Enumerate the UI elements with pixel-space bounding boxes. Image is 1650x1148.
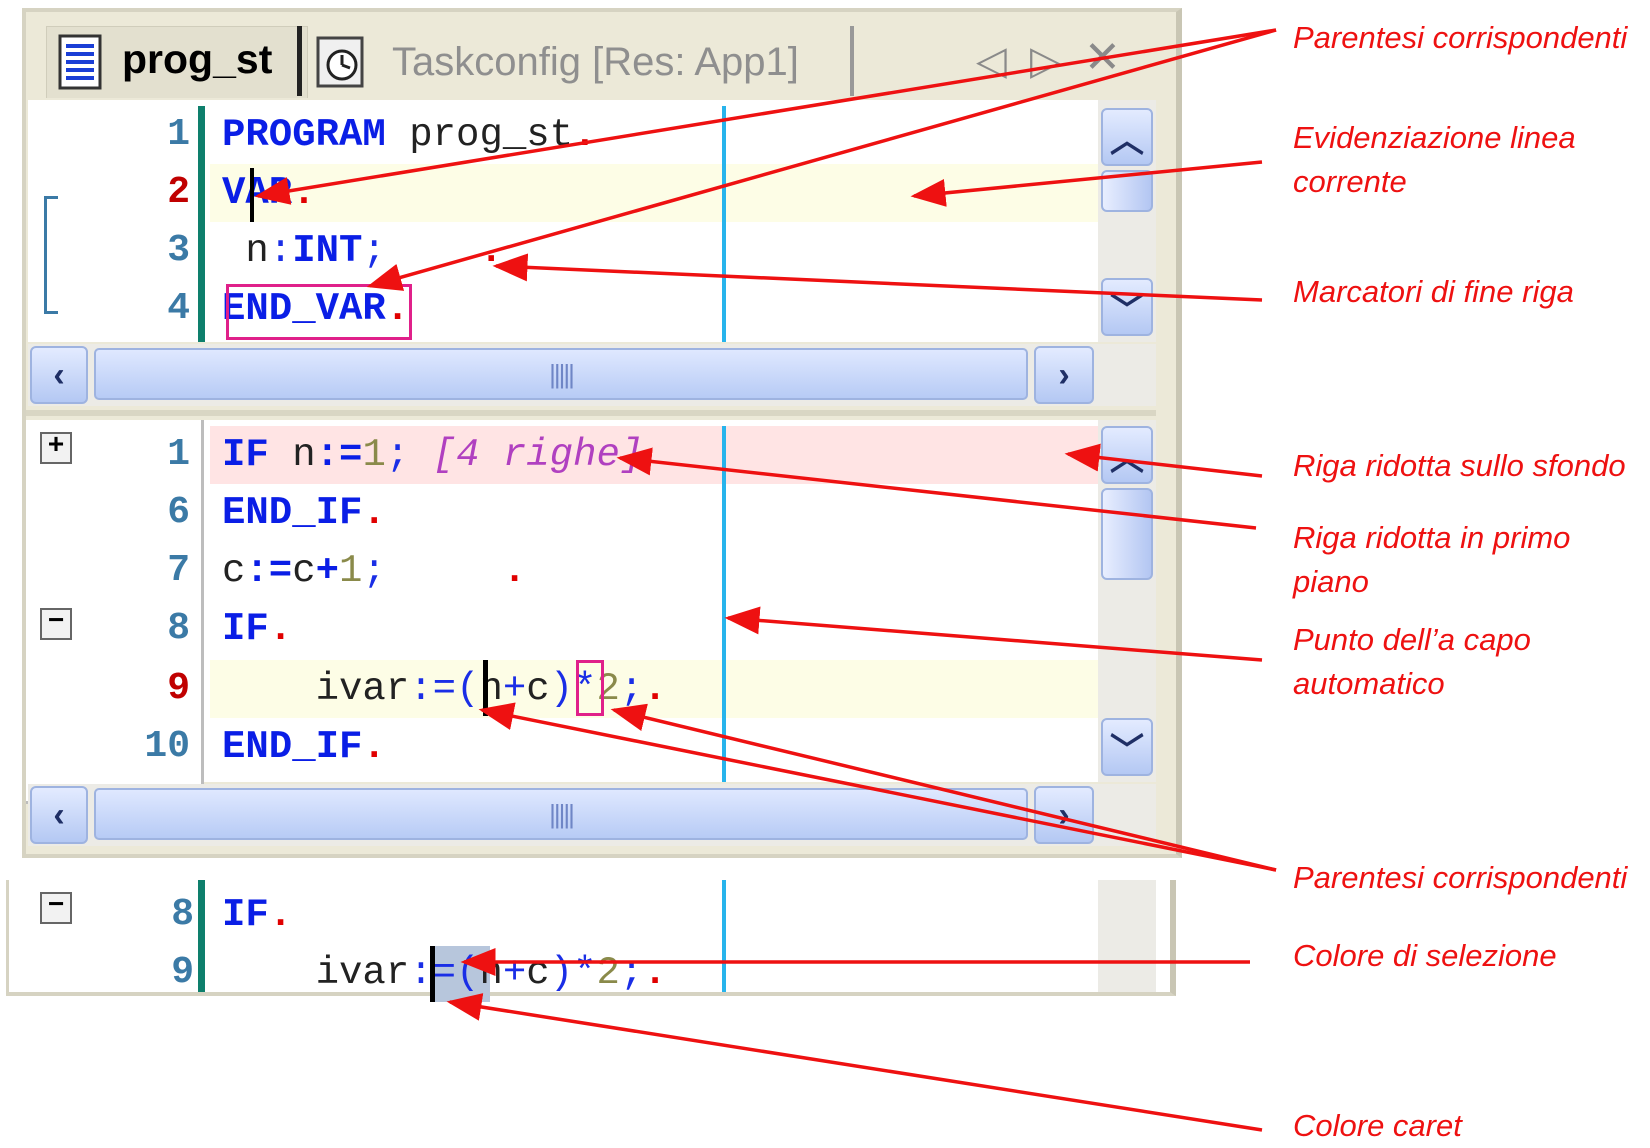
scroll-thumb-horizontal[interactable]: ||||| <box>94 348 1028 400</box>
line-number: 6 <box>167 491 190 534</box>
code-line[interactable]: END_IF. <box>222 491 386 535</box>
gutter-bar <box>198 880 205 992</box>
line-number: 1 <box>167 113 190 156</box>
arrow-line <box>724 606 1263 662</box>
var-block-bracket <box>44 196 58 314</box>
matching-bracket-box <box>576 660 604 716</box>
code-line[interactable]: END_IF. <box>222 725 386 769</box>
auto-wrap-line <box>722 426 726 782</box>
line-number-current: 9 <box>167 667 190 710</box>
code-line[interactable]: PROGRAM prog_st. <box>222 113 597 157</box>
line-number-current: 2 <box>167 171 190 214</box>
annotation-riga-ridotta-sfondo: Riga ridotta sullo sfondo <box>1293 448 1626 483</box>
arrow-line <box>366 28 1277 291</box>
collapsed-line-background <box>210 426 1098 484</box>
text-caret <box>250 168 254 222</box>
tab-taskconfig[interactable]: Taskconfig [Res: App1] <box>392 40 799 84</box>
document-icon <box>58 34 102 90</box>
arrow-line <box>910 160 1263 207</box>
code-line[interactable]: END_VAR. <box>222 287 410 331</box>
line-number: 1 <box>167 433 190 476</box>
scroll-right-button[interactable]: › <box>1034 346 1094 404</box>
annotation-parentesi-corrispondenti: Parentesi corrispondenti <box>1293 20 1628 55</box>
collapse-fold-icon[interactable]: − <box>40 892 72 924</box>
line-number: 8 <box>167 607 190 650</box>
line-number: 9 <box>171 951 194 994</box>
collapse-fold-icon[interactable]: − <box>40 608 72 640</box>
scroll-thumb-horizontal[interactable]: ||||| <box>94 788 1028 840</box>
annotation-marcatori-fine-riga: Marcatori di fine riga <box>1293 274 1574 309</box>
code-line[interactable]: c:=c+1; . <box>222 549 527 593</box>
text-caret <box>430 946 435 1002</box>
annotation-parentesi-corrispondenti-2: Parentesi corrispondenti <box>1293 860 1628 895</box>
annotation-colore-caret: Colore caret <box>1293 1108 1462 1143</box>
pane-splitter[interactable] <box>26 410 1156 416</box>
taskconfig-icon <box>316 36 364 88</box>
code-line-current[interactable]: ivar:=(n+c)*2;. <box>315 667 667 711</box>
annotation-riga-ridotta-primo-piano: Riga ridotta in primo piano <box>1293 520 1571 599</box>
annotation-evidenziazione-linea: Evidenziazione linea corrente <box>1293 120 1576 199</box>
auto-wrap-line <box>722 880 726 992</box>
annotation-punto-a-capo: Punto dell’a capo automatico <box>1293 622 1531 701</box>
arrow-line <box>478 702 1277 872</box>
arrow-line <box>616 447 1257 530</box>
line-number: 4 <box>167 287 190 330</box>
arrow-line <box>492 253 1263 302</box>
line-number: 3 <box>167 229 190 272</box>
matching-bracket-box <box>226 284 412 340</box>
auto-wrap-line <box>722 106 726 342</box>
annotation-colore-selezione: Colore di selezione <box>1293 938 1557 973</box>
arrow-line <box>446 993 1263 1132</box>
scroll-up-button[interactable]: ︿ <box>1101 108 1153 166</box>
tab-prog-st-label: prog_st <box>122 36 273 82</box>
arrow-line <box>254 28 1277 205</box>
code-line[interactable]: IF. <box>222 893 293 937</box>
line-number: 10 <box>144 725 190 768</box>
arrow-line <box>1064 443 1263 478</box>
gutter-bar <box>198 106 205 342</box>
scroll-left-button[interactable]: ‹ <box>30 786 88 844</box>
code-line[interactable]: IF. <box>222 607 293 651</box>
tab-separator <box>297 26 302 96</box>
line-number: 7 <box>167 549 190 592</box>
vertical-scrollbar[interactable] <box>1098 880 1156 992</box>
scroll-thumb[interactable] <box>1101 488 1153 580</box>
code-line[interactable]: n:INT; . <box>245 229 503 273</box>
scroll-down-button[interactable]: ﹀ <box>1101 278 1153 336</box>
line-number: 8 <box>171 893 194 936</box>
current-line-highlight <box>210 660 1098 718</box>
arrow-line <box>610 703 1277 872</box>
tab-separator <box>850 26 854 96</box>
scroll-left-button[interactable]: ‹ <box>30 346 88 404</box>
scroll-down-button[interactable]: ﹀ <box>1101 718 1153 776</box>
scroll-tabs-right-icon[interactable]: ▷ <box>1030 39 1061 83</box>
expand-fold-icon[interactable]: + <box>40 432 72 464</box>
text-caret <box>483 660 488 716</box>
